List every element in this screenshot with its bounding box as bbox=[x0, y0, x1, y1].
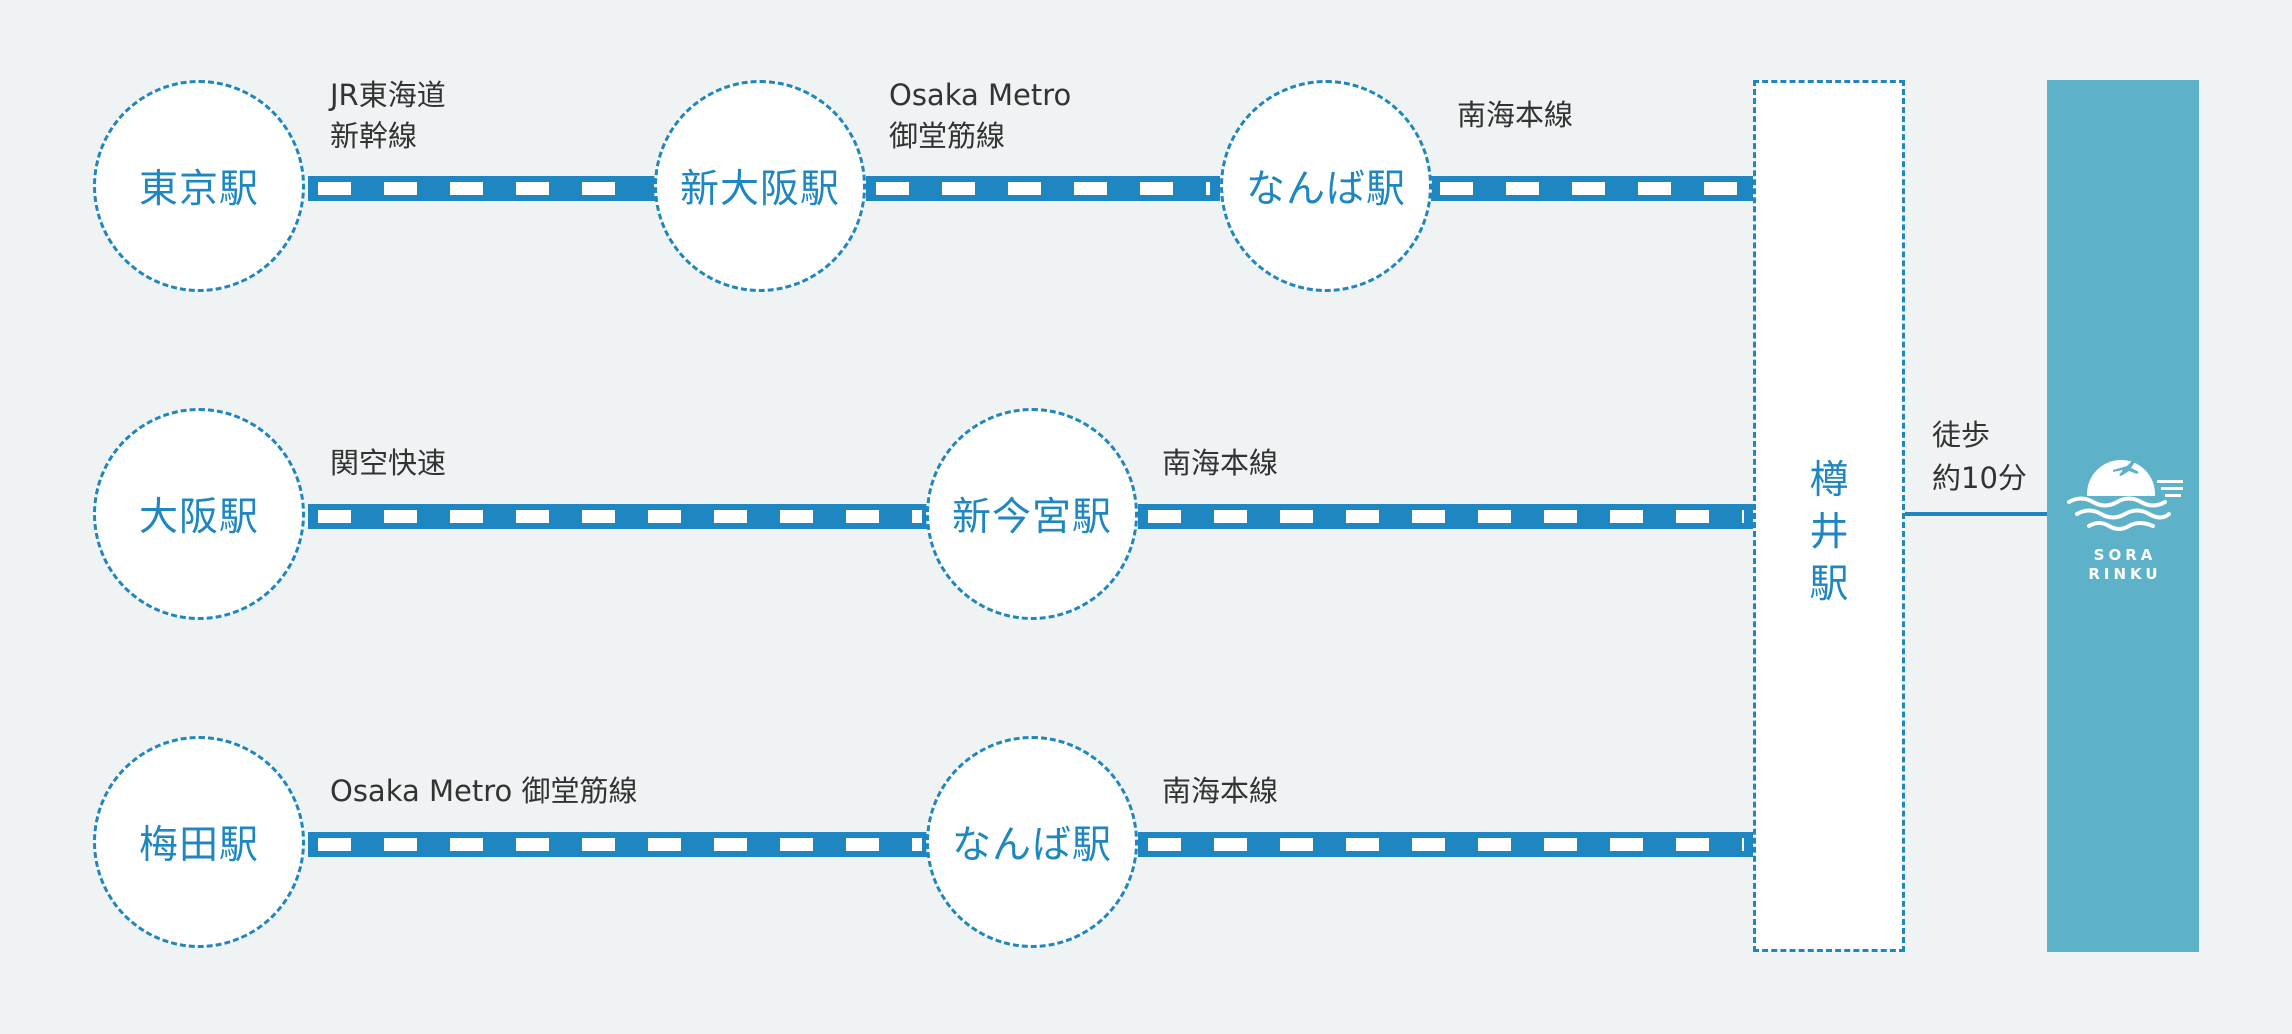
station-shin-imamiya: 新今宮駅 bbox=[926, 408, 1138, 620]
line-label-midosuji-top: Osaka Metro 御堂筋線 bbox=[889, 78, 1072, 153]
walk-label-line2: 約10分 bbox=[1932, 461, 2027, 495]
line-label-nankai-bottom: 南海本線 bbox=[1162, 774, 1279, 808]
station-tarui-label: 樽 井 駅 bbox=[1756, 455, 1902, 611]
station-shin-osaka: 新大阪駅 bbox=[654, 80, 866, 292]
track-midosuji-top bbox=[866, 176, 1220, 201]
station-tarui: 樽 井 駅 bbox=[1753, 80, 1905, 952]
track-jr-shinkansen bbox=[308, 176, 658, 201]
logo-text-sora: SORA bbox=[2093, 546, 2157, 564]
track-nankai-mid bbox=[1138, 504, 1754, 529]
logo-text-rinku: RINKU bbox=[2088, 565, 2162, 583]
track-midosuji-bottom bbox=[308, 832, 932, 857]
walk-label: 徒歩 約10分 bbox=[1932, 414, 2027, 500]
track-nankai-top bbox=[1430, 176, 1754, 201]
station-shin-osaka-label: 新大阪駅 bbox=[679, 167, 840, 212]
station-osaka: 大阪駅 bbox=[93, 408, 305, 620]
station-tarui-char-2: 井 bbox=[1809, 510, 1849, 555]
track-kanku-rapid bbox=[308, 504, 932, 529]
track-nankai-bottom bbox=[1138, 832, 1754, 857]
station-namba-bottom: なんば駅 bbox=[926, 736, 1138, 948]
line-label-nankai-mid: 南海本線 bbox=[1162, 446, 1279, 480]
station-tarui-char-1: 樽 bbox=[1809, 458, 1849, 503]
line-label-midosuji-bottom: Osaka Metro 御堂筋線 bbox=[330, 774, 638, 808]
station-umeda-label: 梅田駅 bbox=[138, 823, 259, 868]
walk-label-line1: 徒歩 bbox=[1932, 418, 1991, 452]
line-label-nankai-top: 南海本線 bbox=[1457, 98, 1574, 132]
line-label-jr-shinkansen: JR東海道 新幹線 bbox=[330, 78, 446, 153]
sora-rinku-logo: SORA RINKU bbox=[2065, 452, 2185, 592]
walk-connector bbox=[1905, 512, 2047, 516]
sun-wave-plane-icon bbox=[2065, 460, 2185, 536]
line-label-kanku-rapid: 関空快速 bbox=[330, 446, 447, 480]
station-namba-top: なんば駅 bbox=[1220, 80, 1432, 292]
station-tokyo: 東京駅 bbox=[93, 80, 305, 292]
station-umeda: 梅田駅 bbox=[93, 736, 305, 948]
station-tarui-char-3: 駅 bbox=[1809, 562, 1849, 607]
station-osaka-label: 大阪駅 bbox=[138, 495, 259, 540]
station-namba-bottom-label: なんば駅 bbox=[951, 823, 1112, 868]
station-tokyo-label: 東京駅 bbox=[138, 167, 259, 212]
station-namba-top-label: なんば駅 bbox=[1245, 167, 1406, 212]
station-shin-imamiya-label: 新今宮駅 bbox=[951, 495, 1112, 540]
